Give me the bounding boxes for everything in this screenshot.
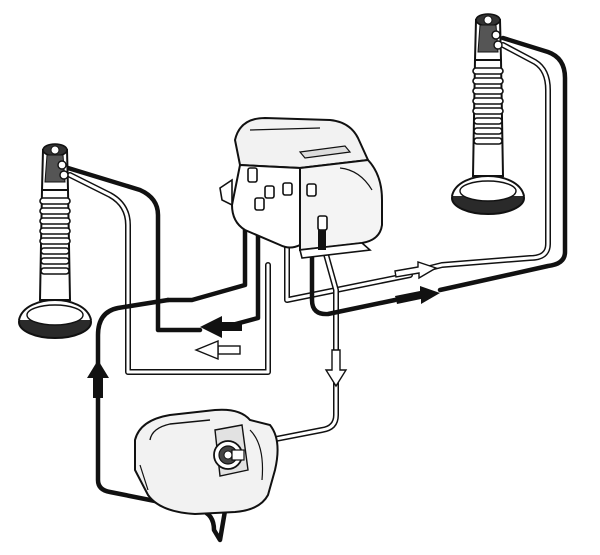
arrow-supply-right [395,286,440,304]
arrow-return-right [394,261,438,280]
brake-chamber-icon [451,13,525,215]
module-ports [247,167,328,231]
arrow-down-to-reservoir [324,349,348,388]
right-brake-chamber [451,13,525,215]
solid-hose-left-supply [65,165,203,333]
arrow-supply-left [200,316,242,338]
solid-hose-main-loop [95,297,235,543]
control-module-icon [219,116,383,259]
brake-chamber-icon [18,143,92,339]
arrow-up-from-reservoir [87,360,109,398]
arrow-return-left [194,339,241,361]
center-control-module [219,116,383,259]
reservoir-icon [134,408,279,516]
solid-hose-right-supply [437,35,568,293]
lower-reservoir [134,408,279,516]
flow-arrows [87,261,440,398]
left-brake-chamber [18,143,92,339]
solid-hoses [65,35,568,543]
